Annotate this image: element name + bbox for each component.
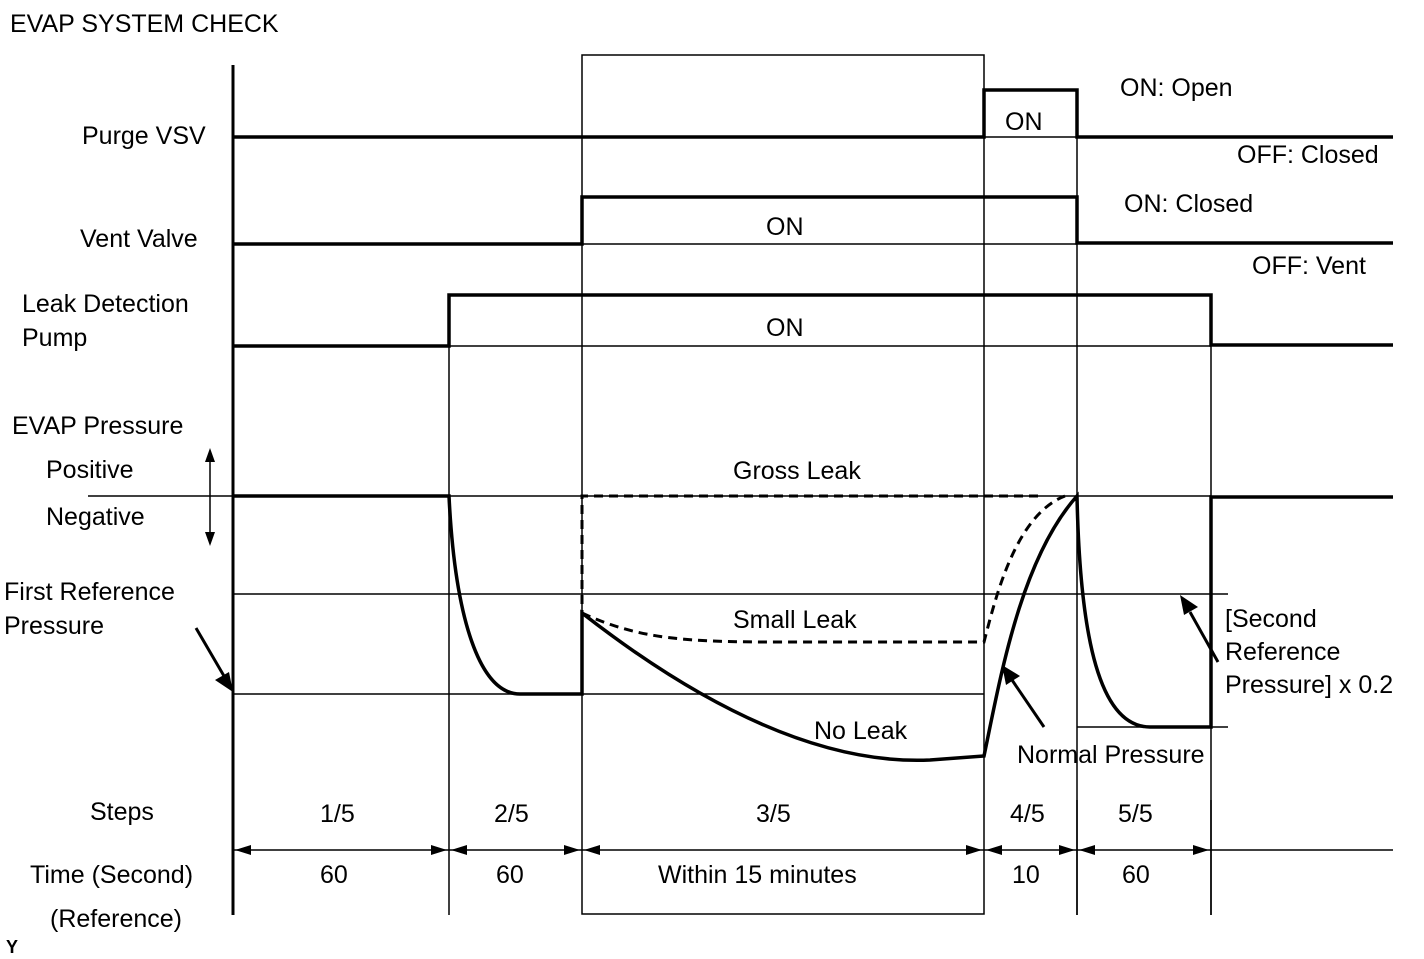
purge-vsv-signal xyxy=(233,88,1393,139)
leak-pump-signal xyxy=(233,293,1393,348)
gross-leak-label: Gross Leak xyxy=(733,457,861,485)
second-ref-label-2: Reference xyxy=(1225,638,1340,666)
second-ref-pointer-head xyxy=(1180,595,1198,615)
step3-box xyxy=(581,54,985,915)
first-ref-pointer xyxy=(194,627,226,677)
time-5: 60 xyxy=(1122,861,1150,889)
pump-on-label: ON xyxy=(766,314,804,342)
vent-on-label: ON xyxy=(766,213,804,241)
label-leak-pump-1: Leak Detection xyxy=(22,290,189,318)
time-1: 60 xyxy=(320,861,348,889)
vent-valve-signal xyxy=(233,195,1393,246)
vent-on-meaning: ON: Closed xyxy=(1124,190,1253,218)
dim-arrow-4b xyxy=(1059,845,1075,855)
corner-mark: Y xyxy=(6,937,18,957)
dim-arrow-3a xyxy=(584,845,600,855)
label-first-ref-2: Pressure xyxy=(4,612,104,640)
second-ref-pointer xyxy=(1188,611,1220,663)
purge-on-meaning: ON: Open xyxy=(1120,74,1233,102)
time-3: Within 15 minutes xyxy=(658,861,857,889)
label-leak-pump-2: Pump xyxy=(22,324,87,352)
step-3: 3/5 xyxy=(756,800,791,828)
vent-off-meaning: OFF: Vent xyxy=(1252,252,1366,280)
label-time: Time (Second) xyxy=(30,861,193,889)
second-ref-label-3: Pressure] x 0.2 xyxy=(1225,671,1393,699)
time-4: 10 xyxy=(1012,861,1040,889)
step-2: 2/5 xyxy=(494,800,529,828)
label-reference: (Reference) xyxy=(50,905,182,933)
pos-arrow-head xyxy=(205,448,215,462)
dim-arrow-1b xyxy=(431,845,447,855)
dim-arrow-2b xyxy=(564,845,580,855)
second-ref-label-1: [Second xyxy=(1225,605,1317,633)
label-positive: Positive xyxy=(46,456,134,484)
label-negative: Negative xyxy=(46,503,145,531)
label-first-ref-1: First Reference xyxy=(4,578,175,606)
step-4: 4/5 xyxy=(1010,800,1045,828)
label-vent-valve: Vent Valve xyxy=(80,225,198,253)
normal-pressure-pointer xyxy=(1010,679,1046,728)
pressure-curve-main xyxy=(233,491,1393,763)
step-1: 1/5 xyxy=(320,800,355,828)
dim-arrow-3b xyxy=(966,845,982,855)
no-leak-label: No Leak xyxy=(814,717,908,745)
label-steps: Steps xyxy=(90,798,154,826)
first-ref-pointer-head xyxy=(215,672,233,692)
step-5: 5/5 xyxy=(1118,800,1153,828)
dim-arrow-5b xyxy=(1193,845,1209,855)
dim-arrow-1a xyxy=(235,845,251,855)
dim-arrow-2a xyxy=(451,845,467,855)
time-2: 60 xyxy=(496,861,524,889)
label-purge-vsv: Purge VSV xyxy=(82,122,206,150)
label-evap-pressure: EVAP Pressure xyxy=(12,412,183,440)
neg-arrow-head xyxy=(205,532,215,546)
diagram-title: EVAP SYSTEM CHECK xyxy=(10,10,279,38)
small-leak-label: Small Leak xyxy=(733,606,857,634)
purge-on-label: ON xyxy=(1005,108,1043,136)
normal-pressure-pointer-head xyxy=(1002,665,1020,685)
small-leak-curve xyxy=(581,494,1066,644)
dim-arrow-4a xyxy=(986,845,1002,855)
normal-pressure-label: Normal Pressure xyxy=(1017,741,1205,769)
dim-arrow-5a xyxy=(1079,845,1095,855)
purge-off-meaning: OFF: Closed xyxy=(1237,141,1379,169)
gross-leak-curve xyxy=(580,494,1040,694)
